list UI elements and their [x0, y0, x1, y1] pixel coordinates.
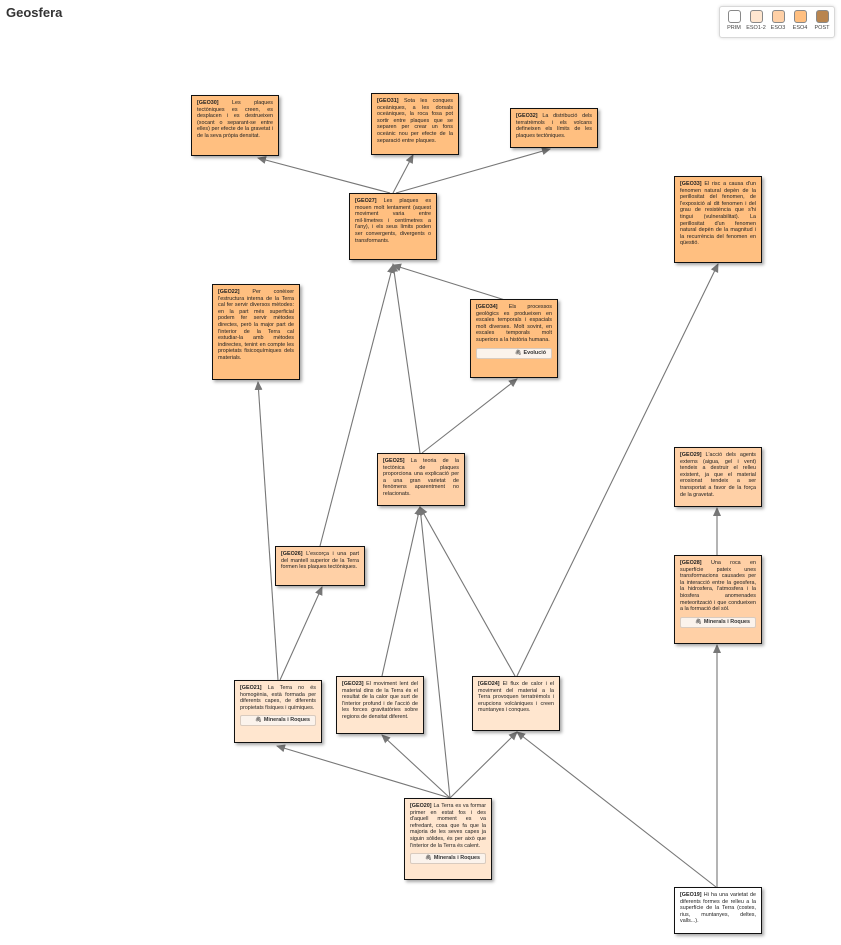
tag-label: Evolució [523, 349, 546, 356]
paperclip-icon: 🖇 [255, 717, 262, 724]
node-text: Les plaques es mouen molt lentament (aqu… [355, 198, 432, 244]
node-text: L'escorça i una part del mantell superio… [281, 551, 359, 571]
legend-item-prim: PRIM [723, 10, 745, 31]
node-code: [GEO33] [680, 181, 702, 187]
edge-geo34-geo27 [392, 263, 506, 301]
node-geo30[interactable]: [GEO30] Les plaques tectòniques es creen… [191, 95, 279, 156]
legend-item-eso3: ESO3 [767, 10, 789, 31]
node-code: [GEO28] [680, 560, 702, 566]
node-geo19[interactable]: [GEO19] Hi ha una varietat de diferents … [674, 887, 762, 934]
edge-geo20-geo21 [276, 744, 451, 799]
node-code: [GEO27] [355, 198, 377, 204]
node-geo31[interactable]: [GEO31] Sota les conques oceàniques, a l… [371, 93, 459, 155]
node-text: La distribució dels terratrèmols i els v… [516, 113, 593, 139]
node-text: Una roca en superfície pateix unes trans… [680, 560, 757, 613]
node-geo28[interactable]: [GEO28] Una roca en superfície pateix un… [674, 555, 762, 644]
node-text: L'acció dels agents externs (aigua, gel … [680, 452, 757, 498]
node-geo34[interactable]: [GEO34] Els processos geològics es produ… [470, 299, 558, 378]
node-geo32[interactable]: [GEO32] La distribució dels terratrèmols… [510, 108, 598, 148]
node-geo24[interactable]: [GEO24] El flux de calor i el moviment d… [472, 676, 560, 731]
node-geo33[interactable]: [GEO33] El risc a causa d'un fenomen nat… [674, 176, 762, 263]
edge-geo26-geo27 [319, 264, 395, 547]
node-geo27[interactable]: [GEO27] Les plaques es mouen molt lentam… [349, 193, 437, 260]
tag-label: Minerals i Roques [433, 855, 480, 862]
edge-geo21-geo22 [254, 381, 279, 681]
node-text: El moviment lent del material dins de la… [342, 681, 418, 720]
node-text: Sota les conques oceàniques, a les dorsa… [377, 98, 454, 144]
legend-label: ESO3 [770, 25, 786, 31]
legend-swatch [815, 10, 829, 23]
legend-swatch [749, 10, 763, 23]
legend-swatch [793, 10, 807, 23]
topic-tag[interactable]: 🖇Minerals i Roques [410, 853, 486, 865]
edge-geo19-geo24 [516, 731, 717, 888]
topic-tag[interactable]: 🖇Minerals i Roques [680, 616, 756, 628]
node-text: La Terra es va formar primer en estat fo… [410, 803, 486, 849]
node-code: [GEO20] [410, 803, 432, 809]
node-code: [GEO19] [680, 892, 702, 898]
node-geo25[interactable]: [GEO25] La teoria de la tectònica de pla… [377, 453, 465, 506]
node-geo22[interactable]: [GEO22] Per conèixer l'estructura intern… [212, 284, 300, 380]
edge-geo20-geo23 [381, 734, 451, 799]
edge-geo27-geo31 [392, 154, 414, 194]
node-geo29[interactable]: [GEO29] L'acció dels agents externs (aig… [674, 447, 762, 507]
edge-geo21-geo26 [279, 586, 323, 681]
level-legend: PRIM ESO1-2 ESO3 ESO4 POST [719, 6, 835, 38]
legend-swatch [771, 10, 785, 23]
node-code: [GEO22] [218, 289, 240, 295]
legend-item-eso12: ESO1-2 [745, 10, 767, 31]
tag-label: Minerals i Roques [703, 618, 750, 625]
node-code: [GEO31] [377, 98, 399, 104]
node-geo26[interactable]: [GEO26] L'escorça i una part del mantell… [275, 546, 365, 586]
tag-label: Minerals i Roques [263, 717, 310, 724]
node-text: Hi ha una varietat de diferents formes d… [680, 892, 757, 925]
edge-geo25-geo34 [421, 378, 518, 454]
node-geo20[interactable]: [GEO20] La Terra es va formar primer en … [404, 798, 492, 880]
page-title: Geosfera [6, 5, 63, 20]
node-code: [GEO21] [240, 685, 262, 691]
node-code: [GEO30] [197, 100, 219, 106]
node-text: El flux de calor i el moviment del mater… [478, 681, 554, 714]
node-code: [GEO26] [281, 551, 303, 557]
legend-item-post: POST [811, 10, 833, 31]
node-text: La teoria de la tectònica de plaques pro… [383, 458, 459, 497]
edge-geo24-geo33 [516, 263, 719, 677]
edge-geo23-geo25 [381, 506, 423, 677]
legend-swatch [727, 10, 741, 23]
node-code: [GEO23] [342, 681, 364, 687]
edge-geo27-geo30 [257, 156, 391, 194]
edge-geo27-geo32 [395, 147, 551, 194]
node-text: Les plaques tectòniques es creen, es des… [197, 100, 273, 139]
node-text: La Terra no és homogènia, està formada p… [240, 685, 316, 711]
node-text: Els processos geològics es produeixen en… [476, 304, 552, 343]
node-code: [GEO34] [476, 304, 498, 310]
paperclip-icon: 🖇 [425, 855, 432, 862]
legend-label: ESO1-2 [746, 25, 766, 31]
topic-tag[interactable]: 🖇Minerals i Roques [240, 715, 316, 727]
edge-geo20-geo25 [416, 506, 451, 799]
node-code: [GEO25] [383, 458, 405, 464]
node-text: El risc a causa d'un fenomen natural dep… [680, 181, 757, 247]
legend-label: ESO4 [792, 25, 808, 31]
node-code: [GEO29] [680, 452, 702, 458]
legend-label: PRIM [727, 25, 741, 31]
paperclip-icon: 🖇 [695, 618, 702, 625]
edge-geo25-geo27 [390, 263, 421, 454]
paperclip-icon: 🖇 [514, 349, 522, 356]
node-code: [GEO32] [516, 113, 538, 119]
legend-label: POST [814, 25, 830, 31]
node-code: [GEO24] [478, 681, 500, 687]
edge-geo24-geo25 [419, 506, 516, 677]
node-geo21[interactable]: [GEO21] La Terra no és homogènia, està f… [234, 680, 322, 743]
legend-item-eso4: ESO4 [789, 10, 811, 31]
node-geo23[interactable]: [GEO23] El moviment lent del material di… [336, 676, 424, 734]
edge-geo20-geo24 [449, 731, 518, 799]
topic-tag[interactable]: 🖇Evolució [476, 347, 552, 359]
node-text: Per conèixer l'estructura interna de la … [218, 289, 294, 361]
